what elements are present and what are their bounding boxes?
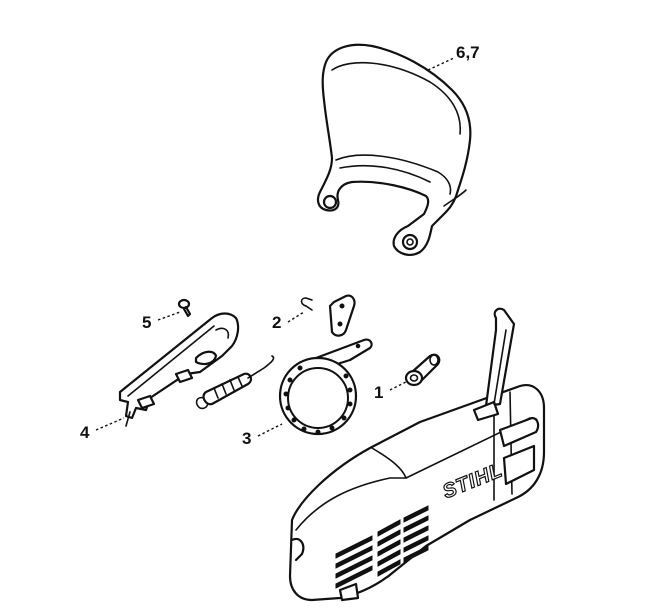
- leader-pin: [157, 311, 181, 321]
- band-holes: [283, 365, 353, 435]
- pin-part: [177, 298, 192, 318]
- brake-band-part: [278, 338, 373, 436]
- leader-lever: [95, 417, 125, 431]
- leader-clip: [287, 311, 305, 323]
- cover-vents: [335, 505, 429, 589]
- leader-brake-band: [257, 423, 283, 437]
- callout-hand-guard: 6,7: [456, 43, 480, 62]
- clip-part: [300, 297, 313, 311]
- link-plate-part: [328, 294, 356, 337]
- bushing-part: [404, 353, 441, 387]
- spring-part: [195, 355, 275, 410]
- leader-hand-guard: [427, 57, 455, 71]
- callout-lever: 4: [80, 423, 90, 442]
- sprocket-cover-part: STIHL: [288, 307, 546, 602]
- hand-guard-part: [316, 43, 472, 256]
- lever-part: [118, 312, 240, 427]
- callout-brake-band: 3: [242, 429, 251, 448]
- callout-bushing: 1: [374, 383, 383, 402]
- callout-pin: 5: [142, 313, 151, 332]
- callout-clip: 2: [272, 313, 281, 332]
- leader-bushing: [389, 381, 407, 391]
